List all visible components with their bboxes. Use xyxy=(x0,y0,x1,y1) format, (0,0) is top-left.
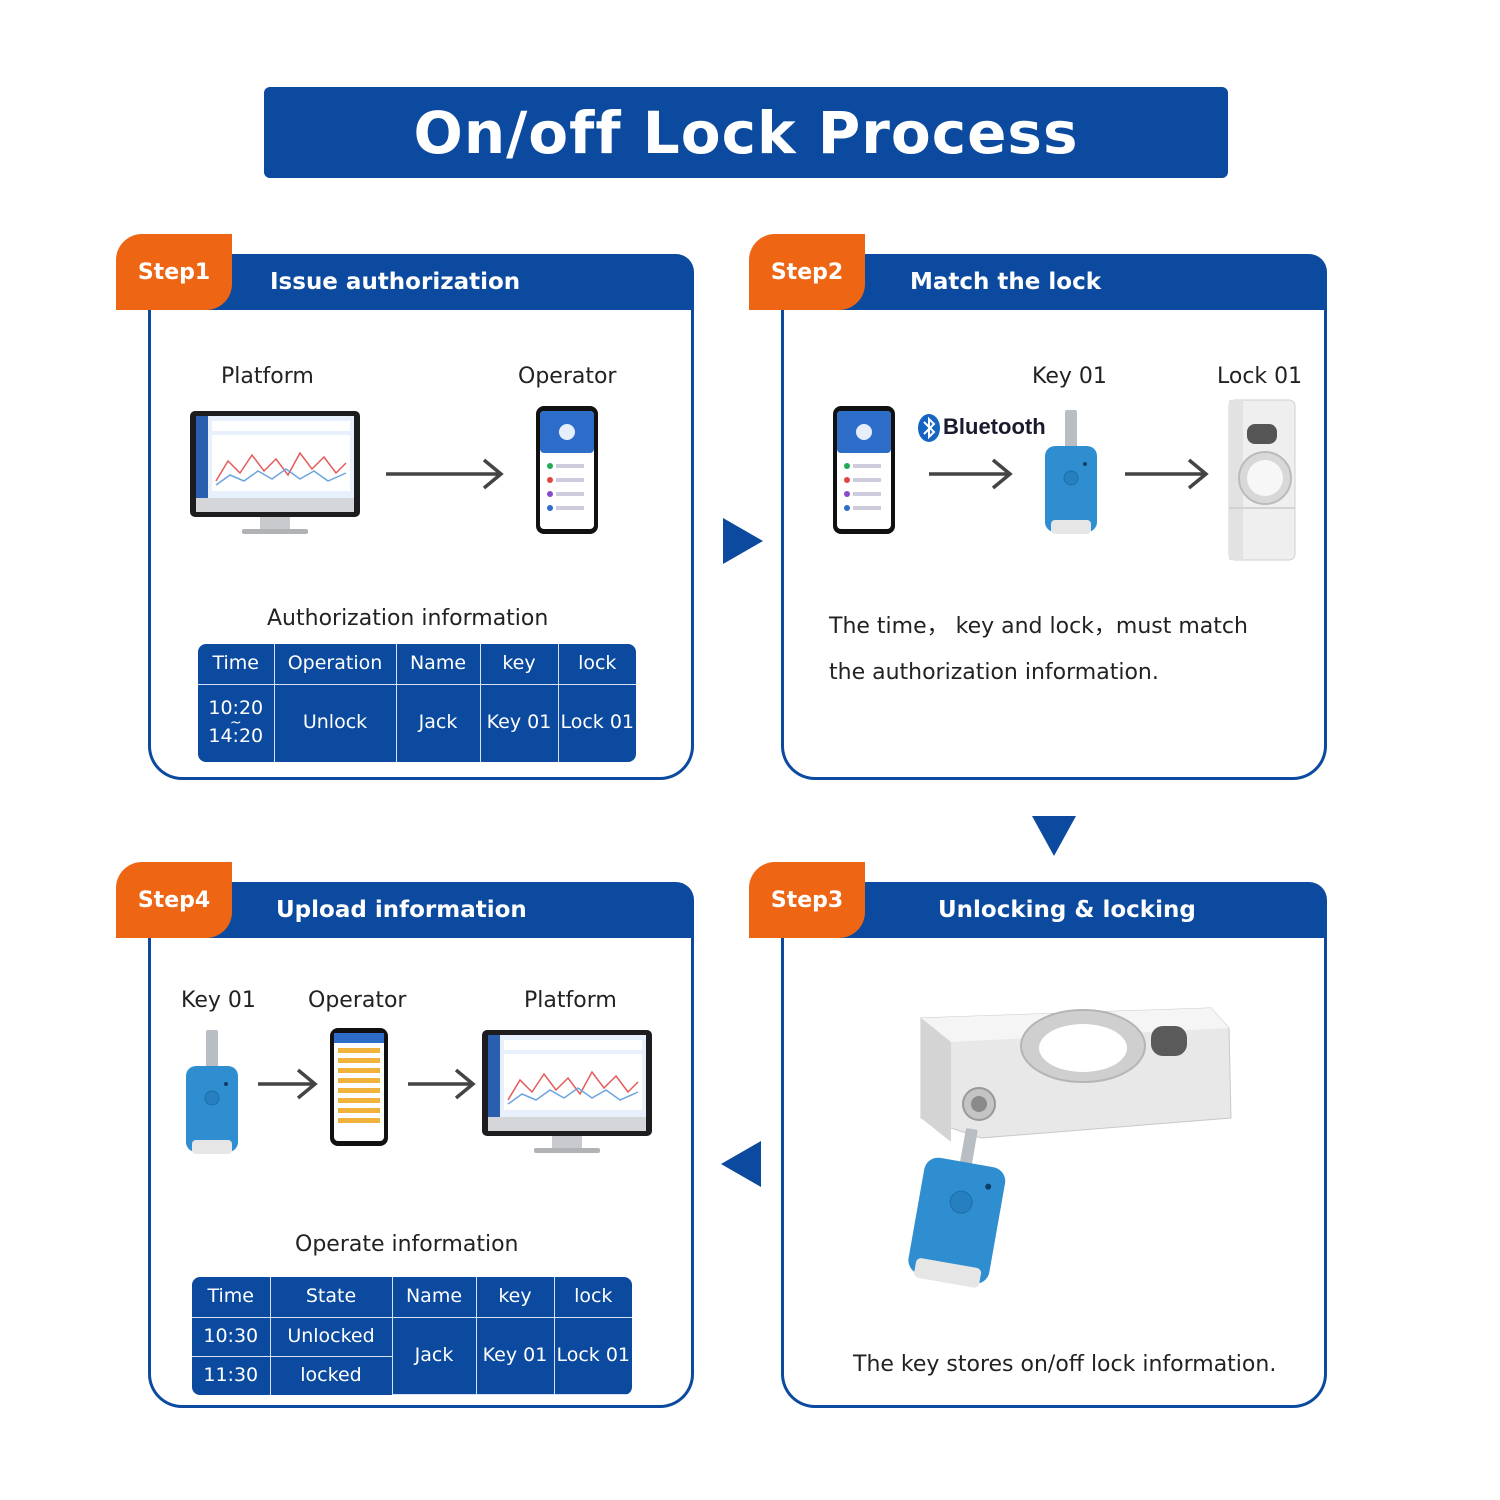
step4-panel: Upload information Step4 Key 01 Operator… xyxy=(116,862,694,1430)
step4-table-caption: Operate information xyxy=(295,1232,519,1257)
step2-text-line2: the authorization information. xyxy=(829,660,1159,685)
time-start: 10:20 xyxy=(208,697,264,720)
smartphone-icon xyxy=(833,406,895,534)
step2-title: Match the lock xyxy=(910,269,1102,295)
table-row: 10:30 Unlocked Jack Key 01 Lock 01 xyxy=(192,1316,632,1395)
flow-triangle-icon xyxy=(723,518,763,564)
key-fob-icon xyxy=(908,1128,1006,1288)
step3-title: Unlocking & locking xyxy=(938,897,1196,923)
smartphone-icon xyxy=(330,1028,388,1146)
table-cell: Lock 01 xyxy=(557,683,636,762)
table-cell: locked xyxy=(269,1355,392,1395)
table-cell: Unlock xyxy=(273,683,397,762)
step2-badge: Step2 xyxy=(749,234,865,310)
lock-icon xyxy=(920,1007,1232,1142)
bluetooth-icon xyxy=(918,414,940,442)
monitor-icon xyxy=(190,411,360,534)
table-header-cell: lock xyxy=(553,1277,632,1318)
table-header-cell: lock xyxy=(557,644,636,685)
step2-panel: Match the lock Step2 Key 01 Lock 01 Blue… xyxy=(749,234,1327,802)
table-header-cell: Name xyxy=(395,644,481,685)
step4-key-label: Key 01 xyxy=(181,988,256,1013)
step1-header: Issue authorization xyxy=(148,254,694,310)
table-cell: Jack xyxy=(395,683,481,762)
step1-operator-label: Operator xyxy=(518,364,617,389)
table-header-cell: Name xyxy=(391,1277,477,1318)
step4-title: Upload information xyxy=(276,897,527,923)
table-cell: Key 01 xyxy=(479,683,559,762)
lock-icon xyxy=(1228,399,1296,561)
step4-platform-label: Platform xyxy=(524,988,617,1013)
table-cell: 10:30 xyxy=(192,1316,271,1357)
table-header-cell: key xyxy=(475,1277,555,1318)
arrow-right-icon xyxy=(929,458,1013,490)
time-range-cell: 10:20 ~ 14:20 xyxy=(198,683,275,762)
step3-text: The key stores on/off lock information. xyxy=(853,1352,1277,1377)
step2-header: Match the lock xyxy=(781,254,1327,310)
arrow-right-icon xyxy=(386,458,504,490)
table-cell: Jack xyxy=(391,1316,477,1395)
table-cell: Unlocked xyxy=(269,1316,393,1357)
page-title: On/off Lock Process xyxy=(264,87,1228,178)
table-cell: Key 01 xyxy=(475,1316,555,1395)
step3-header: Unlocking & locking xyxy=(781,882,1327,938)
time-separator: ~ xyxy=(229,715,242,732)
table-header-cell: Operation xyxy=(273,644,397,685)
flow-triangle-icon xyxy=(1032,816,1076,856)
key-fob-icon xyxy=(186,1030,238,1154)
monitor-icon xyxy=(482,1030,652,1153)
step4-header: Upload information xyxy=(148,882,694,938)
step3-panel: Unlocking & locking Step3 The key stores… xyxy=(749,862,1327,1430)
time-end: 14:20 xyxy=(208,725,264,748)
step2-key-label: Key 01 xyxy=(1032,364,1107,389)
operate-table: Time State Name key lock 10:30 Unlocked … xyxy=(192,1277,632,1395)
table-header-cell: Time xyxy=(198,644,275,685)
arrow-right-icon xyxy=(258,1068,318,1100)
step3-badge: Step3 xyxy=(749,862,865,938)
table-row: 11:30 locked xyxy=(192,1355,632,1395)
key-fob-icon xyxy=(1045,410,1097,534)
smartphone-icon xyxy=(536,406,598,534)
table-row: 10:20 ~ 14:20 Unlock Jack Key 01 Lock 01 xyxy=(198,683,636,762)
authorization-table: Time Operation Name key lock 10:20 ~ 14:… xyxy=(198,644,636,762)
step1-title: Issue authorization xyxy=(270,269,521,295)
step4-badge: Step4 xyxy=(116,862,232,938)
step2-lock-label: Lock 01 xyxy=(1217,364,1303,389)
table-cell: 11:30 xyxy=(192,1355,271,1395)
step1-badge: Step1 xyxy=(116,234,232,310)
arrow-right-icon xyxy=(408,1068,476,1100)
arrow-right-icon xyxy=(1125,458,1209,490)
step1-table-caption: Authorization information xyxy=(267,606,549,631)
step4-operator-label: Operator xyxy=(308,988,407,1013)
step1-panel: Issue authorization Step1 Platform Opera… xyxy=(116,234,694,802)
step3-panel-body xyxy=(781,902,1327,1408)
flow-triangle-icon xyxy=(721,1141,761,1187)
table-cell: Lock 01 xyxy=(553,1316,632,1395)
table-header-cell: State xyxy=(269,1277,393,1318)
table-header-cell: key xyxy=(479,644,559,685)
bluetooth-label: Bluetooth xyxy=(943,414,1046,439)
table-header-cell: Time xyxy=(192,1277,271,1318)
step2-text-line1: The time， key and lock，must match xyxy=(829,614,1248,639)
step1-platform-label: Platform xyxy=(221,364,314,389)
